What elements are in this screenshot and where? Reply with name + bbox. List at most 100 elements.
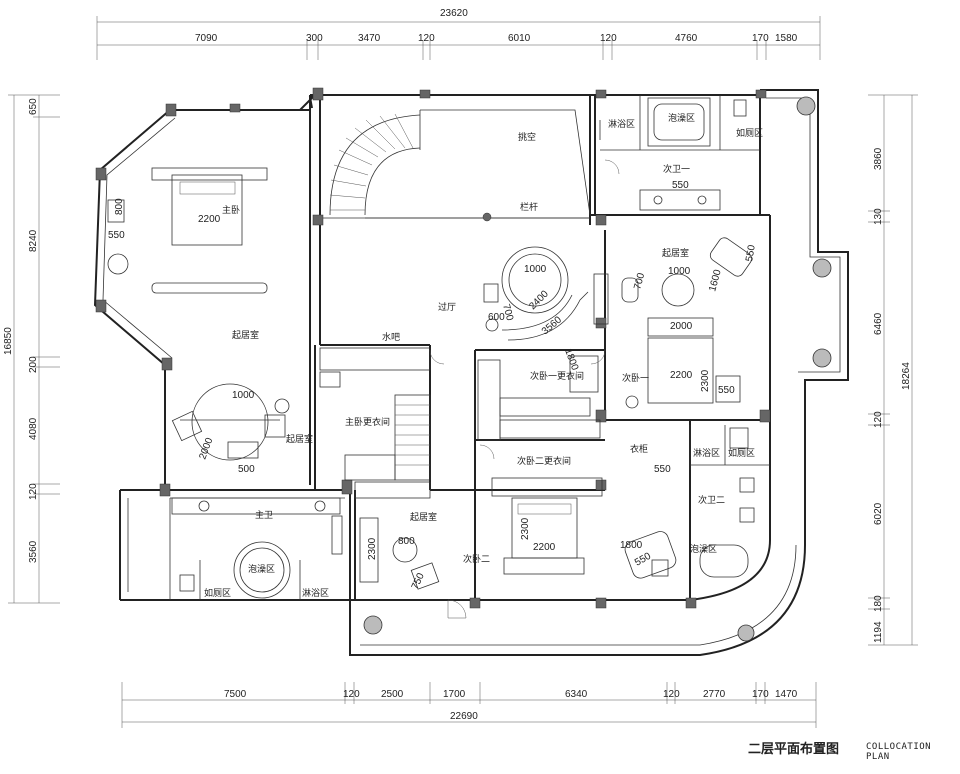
dim-left-seg-3: 200 xyxy=(28,356,39,373)
dim-bottom-seg-2: 120 xyxy=(343,689,360,700)
dim-bottom-total: 22690 xyxy=(450,711,478,722)
dim-right-seg-3: 6460 xyxy=(873,312,884,335)
dim-600: 600 xyxy=(488,312,505,323)
label-wardrobe: 衣柜 xyxy=(630,443,648,455)
dim-left-seg-1: 650 xyxy=(28,98,39,115)
dim-right-seg-5: 6020 xyxy=(873,502,884,525)
dim-left-seg-4: 4080 xyxy=(28,417,39,440)
dim-master-bed-width: 2200 xyxy=(198,214,221,225)
dim-right-seg-2: 130 xyxy=(873,208,884,225)
dim-bottom-seg-5: 6340 xyxy=(565,689,588,700)
dim-top-seg-3: 3470 xyxy=(358,33,381,44)
label-second-bath-2: 次卫二 xyxy=(698,494,725,506)
dim-top-seg-5: 6010 xyxy=(508,33,531,44)
dim-2200-b: 2200 xyxy=(670,370,693,381)
label-living-mid: 起居室 xyxy=(410,511,437,523)
dim-bottom-seg-9: 1470 xyxy=(775,689,798,700)
label-living-left: 起居室 xyxy=(232,329,259,341)
dim-1000-c: 1000 xyxy=(668,266,691,277)
label-toilet-left: 如厕区 xyxy=(204,587,231,599)
dim-left-seg-6: 3560 xyxy=(28,540,39,563)
dim-1800-a: 1800 xyxy=(562,347,580,372)
dim-right-seg-7: 1194 xyxy=(873,621,884,643)
living-round-table xyxy=(171,383,290,461)
dim-550-e: 550 xyxy=(654,464,671,475)
label-shower-top: 淋浴区 xyxy=(608,118,635,130)
plan-subtitle: COLLOCATION PLAN xyxy=(866,742,932,762)
dim-500: 500 xyxy=(238,464,255,475)
label-void: 挑空 xyxy=(518,131,536,143)
dim-right-seg-1: 3860 xyxy=(873,147,884,170)
dim-550-a: 550 xyxy=(108,230,125,241)
plan-title: 二层平面布置图 xyxy=(748,742,840,757)
top-dimension-lines xyxy=(96,16,821,60)
dim-550-b: 550 xyxy=(672,180,689,191)
label-bath-area: 泡澡区 xyxy=(248,563,275,575)
dim-550-f: 550 xyxy=(633,551,653,569)
label-living-left-2: 起居室 xyxy=(286,433,313,445)
dim-2200-c: 2200 xyxy=(533,542,556,553)
label-master-bedroom: 主卧 xyxy=(222,204,240,216)
dim-left-seg-5: 120 xyxy=(28,483,39,500)
dim-3560: 3560 xyxy=(540,314,564,337)
dim-top-total: 23620 xyxy=(440,8,468,19)
mid-living-furniture xyxy=(359,517,440,590)
dim-2000-a: 2000 xyxy=(197,436,215,461)
label-master-closet: 主卧更衣间 xyxy=(345,416,390,428)
dim-top-seg-9: 1580 xyxy=(775,33,798,44)
dim-1800-b: 1800 xyxy=(620,540,643,551)
dim-right-total: 18264 xyxy=(901,362,912,390)
dim-1600: 1600 xyxy=(707,268,723,293)
storage-cabinets xyxy=(319,273,609,499)
dim-bottom-seg-3: 2500 xyxy=(381,689,404,700)
hall-round-seating xyxy=(483,246,589,341)
curved-staircase xyxy=(329,110,421,216)
bottom-dimension-lines xyxy=(121,682,817,728)
straight-staircase xyxy=(344,394,431,481)
dim-700-a: 700 xyxy=(500,303,515,322)
label-bath-top: 泡澡区 xyxy=(668,112,695,124)
dim-800-b: 800 xyxy=(398,536,415,547)
master-bath-fixtures xyxy=(171,497,343,599)
dim-top-seg-6: 120 xyxy=(600,33,617,44)
dim-bottom-seg-6: 120 xyxy=(663,689,680,700)
label-closet-2: 次卧二更衣间 xyxy=(517,455,571,467)
dim-550-c: 550 xyxy=(744,244,758,263)
dim-2300-b: 2300 xyxy=(520,517,531,540)
dim-right-seg-6: 180 xyxy=(873,595,884,612)
label-shower-left: 淋浴区 xyxy=(302,587,329,599)
dim-2300-c: 2300 xyxy=(367,537,378,560)
label-hall: 过厅 xyxy=(438,301,456,313)
label-lounge-right: 起居室 xyxy=(662,247,689,259)
dim-1000-b: 1000 xyxy=(524,264,547,275)
dim-bottom-seg-1: 7500 xyxy=(224,689,247,700)
label-second-bath-1: 次卫一 xyxy=(663,163,690,175)
railing-post xyxy=(482,212,492,222)
label-shower-right: 淋浴区 xyxy=(693,447,720,459)
master-bed xyxy=(107,167,268,294)
dim-2000-b: 2000 xyxy=(670,321,693,332)
label-toilet-top: 如厕区 xyxy=(736,127,763,139)
dim-bottom-seg-8: 170 xyxy=(752,689,769,700)
dim-2400: 2400 xyxy=(527,288,551,312)
label-second-bed-1: 次卧一 xyxy=(622,372,649,384)
label-railing: 栏杆 xyxy=(520,201,538,213)
dim-800: 800 xyxy=(114,198,125,215)
dim-top-seg-2: 300 xyxy=(306,33,323,44)
dim-bottom-seg-4: 1700 xyxy=(443,689,466,700)
label-toilet-right: 如厕区 xyxy=(728,447,755,459)
dim-700-b: 700 xyxy=(632,271,647,290)
dim-left-total: 16850 xyxy=(3,327,14,355)
outer-walls xyxy=(93,89,849,656)
left-dimension-lines xyxy=(8,94,60,604)
label-second-bed-2: 次卧二 xyxy=(463,553,490,565)
label-water-bar: 水吧 xyxy=(382,331,400,343)
bath1-fixtures xyxy=(599,97,747,211)
right-dimension-lines xyxy=(868,94,918,646)
dim-bottom-seg-7: 2770 xyxy=(703,689,726,700)
dim-top-seg-8: 170 xyxy=(752,33,769,44)
label-bath-right: 泡澡区 xyxy=(690,543,717,555)
right-lounge-furniture xyxy=(621,237,753,409)
structural-columns xyxy=(95,87,771,609)
label-master-bath: 主卫 xyxy=(255,509,273,521)
